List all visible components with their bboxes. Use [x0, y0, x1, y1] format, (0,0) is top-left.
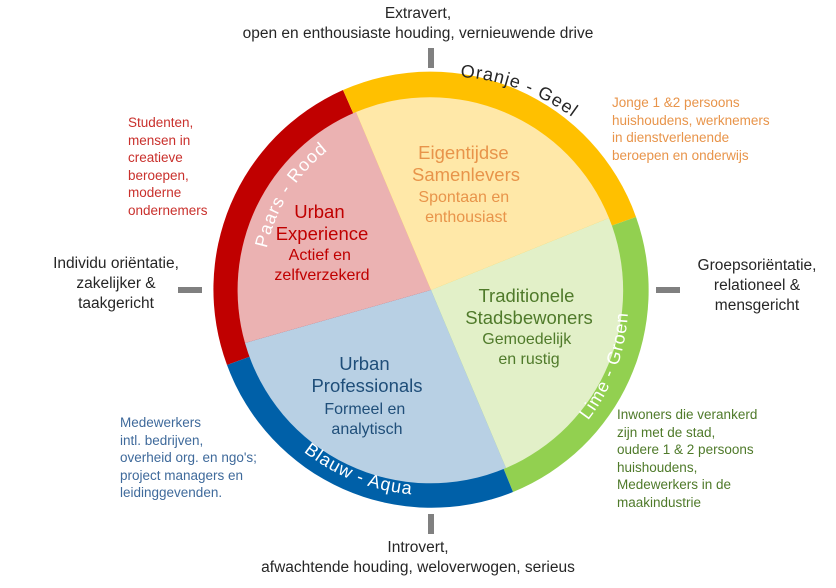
axis-label-right: Groepsoriëntatie, relationeel & mensgeri… [684, 256, 830, 316]
description-orange: Jonge 1 &2 persoons huishoudens, werknem… [612, 94, 770, 164]
description-line: overheid org. en ngo's; [120, 450, 257, 465]
segment-subtitle-green: Gemoedelijk en rustig [482, 331, 575, 368]
axis-tick-right [656, 287, 680, 293]
axis-top-subtitle: open en enthousiaste houding, vernieuwen… [242, 25, 594, 42]
description-line: creatieve [128, 150, 183, 165]
description-line: project managers en [120, 467, 244, 483]
segment-title-orange: Eigentijdse Samenlevers [412, 142, 520, 185]
axis-tick-bottom [428, 514, 434, 534]
segment-title-red: Urban Experience [276, 201, 369, 244]
description-line: in dienstverlenende [612, 130, 730, 145]
description-line: maakindustrie [617, 494, 702, 510]
description-line: oudere 1 & 2 persoons [617, 442, 754, 457]
description-line: Medewerkers [120, 415, 202, 430]
segment-subtitle-blue: Formeel en analytisch [324, 401, 409, 438]
description-line: mensen in [128, 132, 191, 148]
pie-sector-blue [245, 290, 506, 484]
pie-sector-green [431, 218, 624, 468]
description-line: intl. bedrijven, [120, 432, 204, 448]
description-line: huishoudens, [617, 459, 698, 475]
segment-title-blue: Urban Professionals [311, 353, 422, 396]
axis-top-title: Extravert, [384, 5, 452, 22]
description-line: zijn met de stad, [617, 424, 716, 440]
description-green: Inwoners die verankerd zijn met de stad,… [617, 406, 757, 511]
description-blue: Medewerkers intl. bedrijven, overheid or… [120, 414, 257, 502]
axis-bottom-subtitle: afwachtende houding, weloverwogen, serie… [261, 559, 575, 576]
axis-left-line: taakgericht [78, 295, 154, 312]
pie-sector-red [237, 112, 431, 343]
axis-left-line: zakelijker & [76, 275, 156, 292]
description-line: Medewerkers in de [617, 477, 732, 492]
axis-tick-left [178, 287, 202, 293]
axis-tick-top [428, 48, 434, 68]
description-red: Studenten, mensen in creatieve beroepen,… [128, 114, 208, 219]
axis-label-bottom: Introvert, afwachtende houding, weloverw… [218, 538, 618, 578]
description-line: leidinggevenden. [120, 485, 223, 500]
segment-subtitle-orange: Spontaan en enthousiast [418, 189, 513, 226]
description-line: beroepen en onderwijs [612, 147, 749, 163]
description-line: Inwoners die verankerd [617, 407, 758, 422]
description-line: huishoudens, werknemers [612, 112, 770, 128]
axis-right-line: Groepsoriëntatie, [697, 257, 817, 274]
description-line: beroepen, [128, 167, 189, 183]
pie-sector-orange [356, 97, 609, 290]
axis-label-top: Extravert, open en enthousiaste houding,… [218, 4, 618, 44]
axis-left-line: Individu oriëntatie, [53, 255, 179, 272]
description-line: ondernemers [128, 202, 208, 218]
axis-right-line: mensgericht [714, 297, 800, 314]
description-line: moderne [128, 185, 182, 200]
segment-title-green: Traditionele Stadsbewoners [465, 285, 593, 328]
description-line: Jonge 1 &2 persoons [612, 95, 740, 110]
description-line: Studenten, [128, 115, 194, 130]
segment-subtitle-red: Actief en zelfverzekerd [274, 247, 369, 284]
axis-label-left: Individu oriëntatie, zakelijker & taakge… [30, 254, 202, 314]
axis-right-line: relationeel & [713, 277, 801, 294]
axis-bottom-title: Introvert, [387, 539, 449, 556]
